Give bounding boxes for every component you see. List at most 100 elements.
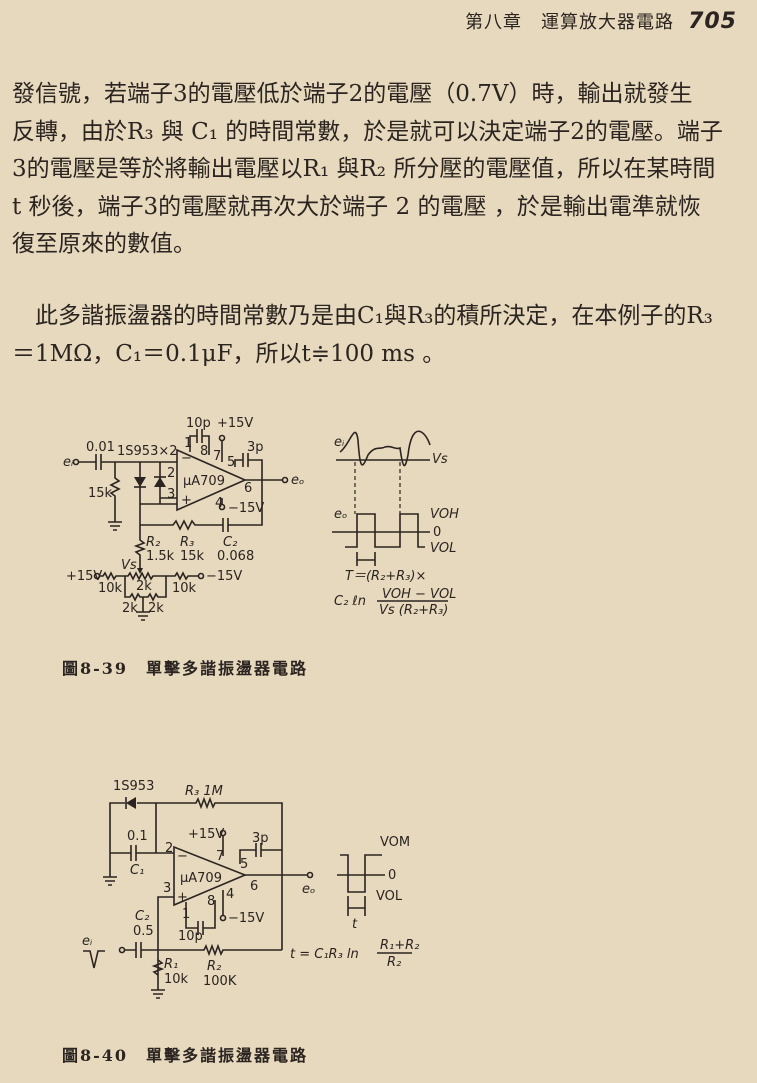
diagram-label: R₂ [387, 955, 401, 970]
figure-8-40-circuit: 1S953 R₃ 1M 0.1 C₁ − + μA709 2 3 7 5 6 4… [82, 779, 315, 999]
resistor-15k [109, 462, 121, 522]
diagram-label: 15k [180, 549, 205, 564]
diagram-label: 2k [122, 601, 138, 616]
ground-icon [103, 876, 117, 886]
figure-8-39-waveforms: eᵢ Vs eₒ VOH 0 VOL T＝(R₂+R₃)× C₂ ℓn VOH … [332, 430, 459, 618]
paragraph-1: 發信號，若端子3的電壓低於端子2的電壓（0.7V）時，輸出就發生 反轉，由於R₃… [12, 76, 752, 264]
circuit-wire [218, 434, 226, 442]
diagram-label: +15V [188, 827, 224, 842]
figure-8-39-caption: 圖8-39 單擊多諧振盪器電路 [62, 659, 309, 678]
diagram-label: 7 [213, 449, 221, 464]
diagram-label: − [177, 849, 188, 864]
diagram-label: eᵢ [334, 435, 345, 450]
diagram-label: eₒ [302, 882, 315, 897]
diagram-label: 1 [184, 436, 192, 451]
diagram-label: 0.5 [133, 924, 154, 939]
diagram-label: eᵢ [82, 934, 93, 949]
diode-symbol [126, 797, 136, 809]
diode-symbol [154, 477, 166, 487]
label-c-in: 0.01 [86, 440, 115, 455]
diagram-label: R₂ [146, 535, 160, 550]
diagram-label: eₒ [334, 507, 347, 522]
formula-t: t = C₁R₃ ln [290, 947, 359, 962]
diagram-label: 6 [250, 879, 258, 894]
label-eo: eₒ [291, 473, 304, 488]
diagram-label: VOL [376, 889, 403, 904]
output-waveform [337, 854, 385, 893]
diagram-label: 10k [164, 972, 189, 987]
diagram-label: −15V [206, 569, 242, 584]
circuit-wire [137, 568, 143, 574]
diagram-label: VOH [430, 507, 459, 522]
diagram-label: VOM [380, 835, 410, 850]
wire [189, 429, 263, 505]
circuit-wire [356, 552, 376, 566]
text-line: 3的電壓是等於將輸出電壓以R₁ 與R₂ 所分壓的電壓值，所以在某時間 [12, 156, 716, 182]
wire [124, 896, 282, 990]
text-line: 發信號，若端子3的電壓低於端子2的電壓（0.7V）時，輸出就發生 [12, 81, 693, 107]
diagram-label: 3p [247, 440, 264, 455]
diagram-label: 1.5k [146, 549, 175, 564]
circuit-wire [218, 503, 226, 511]
diagram-label: 10k [172, 581, 197, 596]
text-line: 復至原來的數值。 [12, 231, 196, 257]
diagram-label: +15V [217, 416, 253, 431]
label-diode: 1S953 [113, 779, 154, 794]
diagram-label: 0 [388, 868, 396, 883]
output-waveform [332, 513, 430, 548]
diagram-label: 5 [227, 455, 235, 470]
diagram-label: 7 [216, 849, 224, 864]
formula-T: T＝(R₂+R₃)× [345, 569, 426, 584]
diagram-label: 0.1 [127, 829, 148, 844]
resistor-r2 [133, 525, 147, 572]
diagram-label: R₁+R₂ [380, 938, 419, 953]
figure-8-40-caption: 圖8-40 單擊多諧振盪器電路 [62, 1046, 309, 1065]
diagram-label: 10k [98, 581, 123, 596]
circuit-wire [118, 946, 126, 954]
circuit-wire [347, 896, 366, 916]
diagram-label: 3 [163, 881, 171, 896]
paragraph-2: 此多諧振盪器的時間常數乃是由C₁與R₃的積所決定，在本例子的R₃ ＝1MΩ，C₁… [12, 298, 752, 373]
circuit-wire [197, 572, 205, 580]
capacitor-symbol [95, 454, 102, 470]
figure-8-39-circuit: eᵢ 0.01 1S953×2 15k − + μA709 2 3 1 8 7 … [63, 416, 304, 621]
diagram-label: C₂ [223, 535, 237, 550]
text-line: 此多諧振盪器的時間常數乃是由C₁與R₃的積所決定，在本例子的R₃ [12, 303, 713, 329]
input-terminal [72, 458, 80, 466]
input-waveform [339, 430, 431, 467]
diagram-label: 2k [136, 579, 152, 594]
circuit-wire [219, 829, 227, 837]
diagram-label: 10p [178, 929, 203, 944]
circuit-wire [306, 871, 314, 879]
capacitor-c1 [110, 845, 174, 861]
diagram-label: R₂ [207, 959, 221, 974]
feedback-network [140, 480, 263, 532]
diagram-label: 2 [167, 466, 175, 481]
ground-icon [136, 611, 150, 621]
lower-divider [124, 576, 167, 612]
label-ei: eᵢ [63, 455, 74, 470]
wire [185, 836, 307, 935]
diagram-label: R₃ 1M [185, 784, 223, 799]
diagram-label: 100K [203, 974, 237, 989]
circuit-wire [281, 476, 289, 484]
diagram-label: 6 [244, 481, 252, 496]
diagram-label: C₁ [130, 863, 144, 878]
diagram-label: μA709 [180, 871, 222, 886]
opamp-symbol [173, 845, 248, 907]
divider-chain [99, 571, 198, 581]
diagram-label: Vs [121, 558, 137, 573]
diagram-label: 3p [252, 831, 269, 846]
ground-icon [108, 521, 122, 531]
diagram-label: Vs (R₂+R₃) [379, 603, 448, 618]
diagram-label: R₁ [164, 957, 178, 972]
diagram-label: + [181, 493, 192, 508]
diagram-label: Vs [432, 452, 448, 467]
diagram-label: t [352, 917, 358, 932]
diagram-label: 5 [240, 857, 248, 872]
diagram-label: C₂ ℓn [334, 594, 366, 609]
ground-icon [151, 989, 165, 999]
diagram-label: −15V [228, 911, 264, 926]
